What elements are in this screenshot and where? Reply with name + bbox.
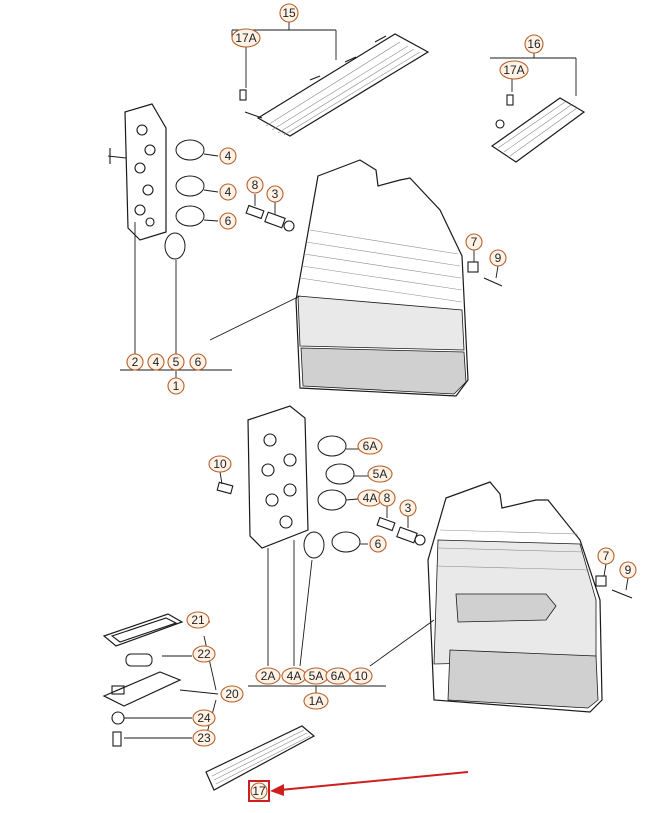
tail-light-lower xyxy=(427,481,633,713)
leader-lines xyxy=(219,22,629,591)
part-label-group1-2: 2 xyxy=(126,353,144,371)
part-label-20: 20 xyxy=(220,685,244,703)
group-bracket-1 xyxy=(120,222,301,378)
part-label-4-a: 4 xyxy=(219,147,237,165)
svg-text:6A: 6A xyxy=(331,669,346,683)
svg-text:7: 7 xyxy=(471,235,478,249)
reflector-strip xyxy=(205,725,316,791)
part-label-7-top: 7 xyxy=(465,233,483,251)
side-marker-lamp xyxy=(490,94,586,163)
part-label-group1-5: 5 xyxy=(167,353,185,371)
svg-text:15: 15 xyxy=(282,6,296,20)
svg-text:9: 9 xyxy=(495,251,502,265)
part-label-17: 17 xyxy=(250,782,268,800)
red-annotation-arrow xyxy=(248,771,469,802)
part-label-15: 15 xyxy=(279,3,299,23)
svg-text:3: 3 xyxy=(272,187,279,201)
svg-text:9: 9 xyxy=(625,563,632,577)
svg-text:5: 5 xyxy=(173,355,180,369)
screw-bulb-upper xyxy=(245,194,295,232)
svg-text:1A: 1A xyxy=(309,694,324,708)
svg-text:5A: 5A xyxy=(309,669,324,683)
part-label-3-mid: 3 xyxy=(399,499,417,517)
svg-text:24: 24 xyxy=(197,711,211,725)
svg-text:17: 17 xyxy=(252,784,266,798)
part-label-3-top: 3 xyxy=(266,185,284,203)
svg-text:4A: 4A xyxy=(363,491,378,505)
svg-text:10: 10 xyxy=(213,457,227,471)
part-label-group1a-6a: 6A xyxy=(325,667,351,685)
svg-text:6: 6 xyxy=(375,537,382,551)
part-label-group1a-4a: 4A xyxy=(281,667,307,685)
part-label-group1a-5a: 5A xyxy=(303,667,329,685)
svg-text:6A: 6A xyxy=(363,439,378,453)
part-label-10-left: 10 xyxy=(208,455,232,473)
svg-text:3: 3 xyxy=(405,501,412,515)
svg-text:4: 4 xyxy=(225,149,232,163)
tail-light-upper xyxy=(295,159,503,397)
part-label-6a: 6A xyxy=(357,437,383,455)
part-label-22: 22 xyxy=(192,645,216,663)
svg-text:22: 22 xyxy=(197,647,211,661)
svg-text:6: 6 xyxy=(225,214,232,228)
part-label-4a: 4A xyxy=(357,489,383,507)
svg-text:4: 4 xyxy=(225,185,232,199)
part-label-5a: 5A xyxy=(367,465,393,483)
bulb-holder-upper xyxy=(107,103,219,260)
svg-text:8: 8 xyxy=(252,178,259,192)
part-label-8-top: 8 xyxy=(246,176,264,194)
group-bracket-1a xyxy=(248,540,435,694)
svg-text:4A: 4A xyxy=(287,669,302,683)
bulb-holder-lower xyxy=(216,405,368,559)
part-label-21: 21 xyxy=(186,611,210,629)
part-label-17a-top: 17A xyxy=(231,28,261,48)
part-label-group1-6: 6 xyxy=(189,353,207,371)
part-label-17a-right: 17A xyxy=(499,60,529,80)
svg-text:4: 4 xyxy=(153,355,160,369)
svg-text:6: 6 xyxy=(195,355,202,369)
svg-text:16: 16 xyxy=(527,37,541,51)
part-label-group1a-1a: 1A xyxy=(303,692,329,710)
high-level-brake-light xyxy=(239,33,430,137)
part-label-group1a-10: 10 xyxy=(349,667,373,685)
svg-text:2A: 2A xyxy=(261,669,276,683)
part-label-24: 24 xyxy=(192,709,216,727)
part-label-9-mid: 9 xyxy=(619,561,637,579)
svg-text:10: 10 xyxy=(354,669,368,683)
part-label-6-mid: 6 xyxy=(369,535,387,553)
svg-text:21: 21 xyxy=(191,613,205,627)
part-label-7-mid: 7 xyxy=(597,547,615,565)
svg-text:1: 1 xyxy=(173,379,180,393)
part-label-6-top: 6 xyxy=(219,212,237,230)
part-label-8-mid: 8 xyxy=(378,489,396,507)
part-label-9-top: 9 xyxy=(489,249,507,267)
part-label-4-b: 4 xyxy=(219,183,237,201)
screw-bulb-lower xyxy=(376,516,426,546)
part-label-group1-4: 4 xyxy=(147,353,165,371)
part-label-16: 16 xyxy=(524,34,544,54)
svg-text:17A: 17A xyxy=(503,63,524,77)
svg-text:20: 20 xyxy=(225,687,239,701)
svg-text:23: 23 xyxy=(197,731,211,745)
part-label-group1a-2a: 2A xyxy=(255,667,281,685)
part-label-23: 23 xyxy=(192,729,216,747)
svg-text:17A: 17A xyxy=(235,31,256,45)
svg-text:7: 7 xyxy=(603,549,610,563)
svg-text:8: 8 xyxy=(384,491,391,505)
part-label-group1-1: 1 xyxy=(167,377,185,395)
svg-text:2: 2 xyxy=(132,355,139,369)
svg-text:5A: 5A xyxy=(373,467,388,481)
